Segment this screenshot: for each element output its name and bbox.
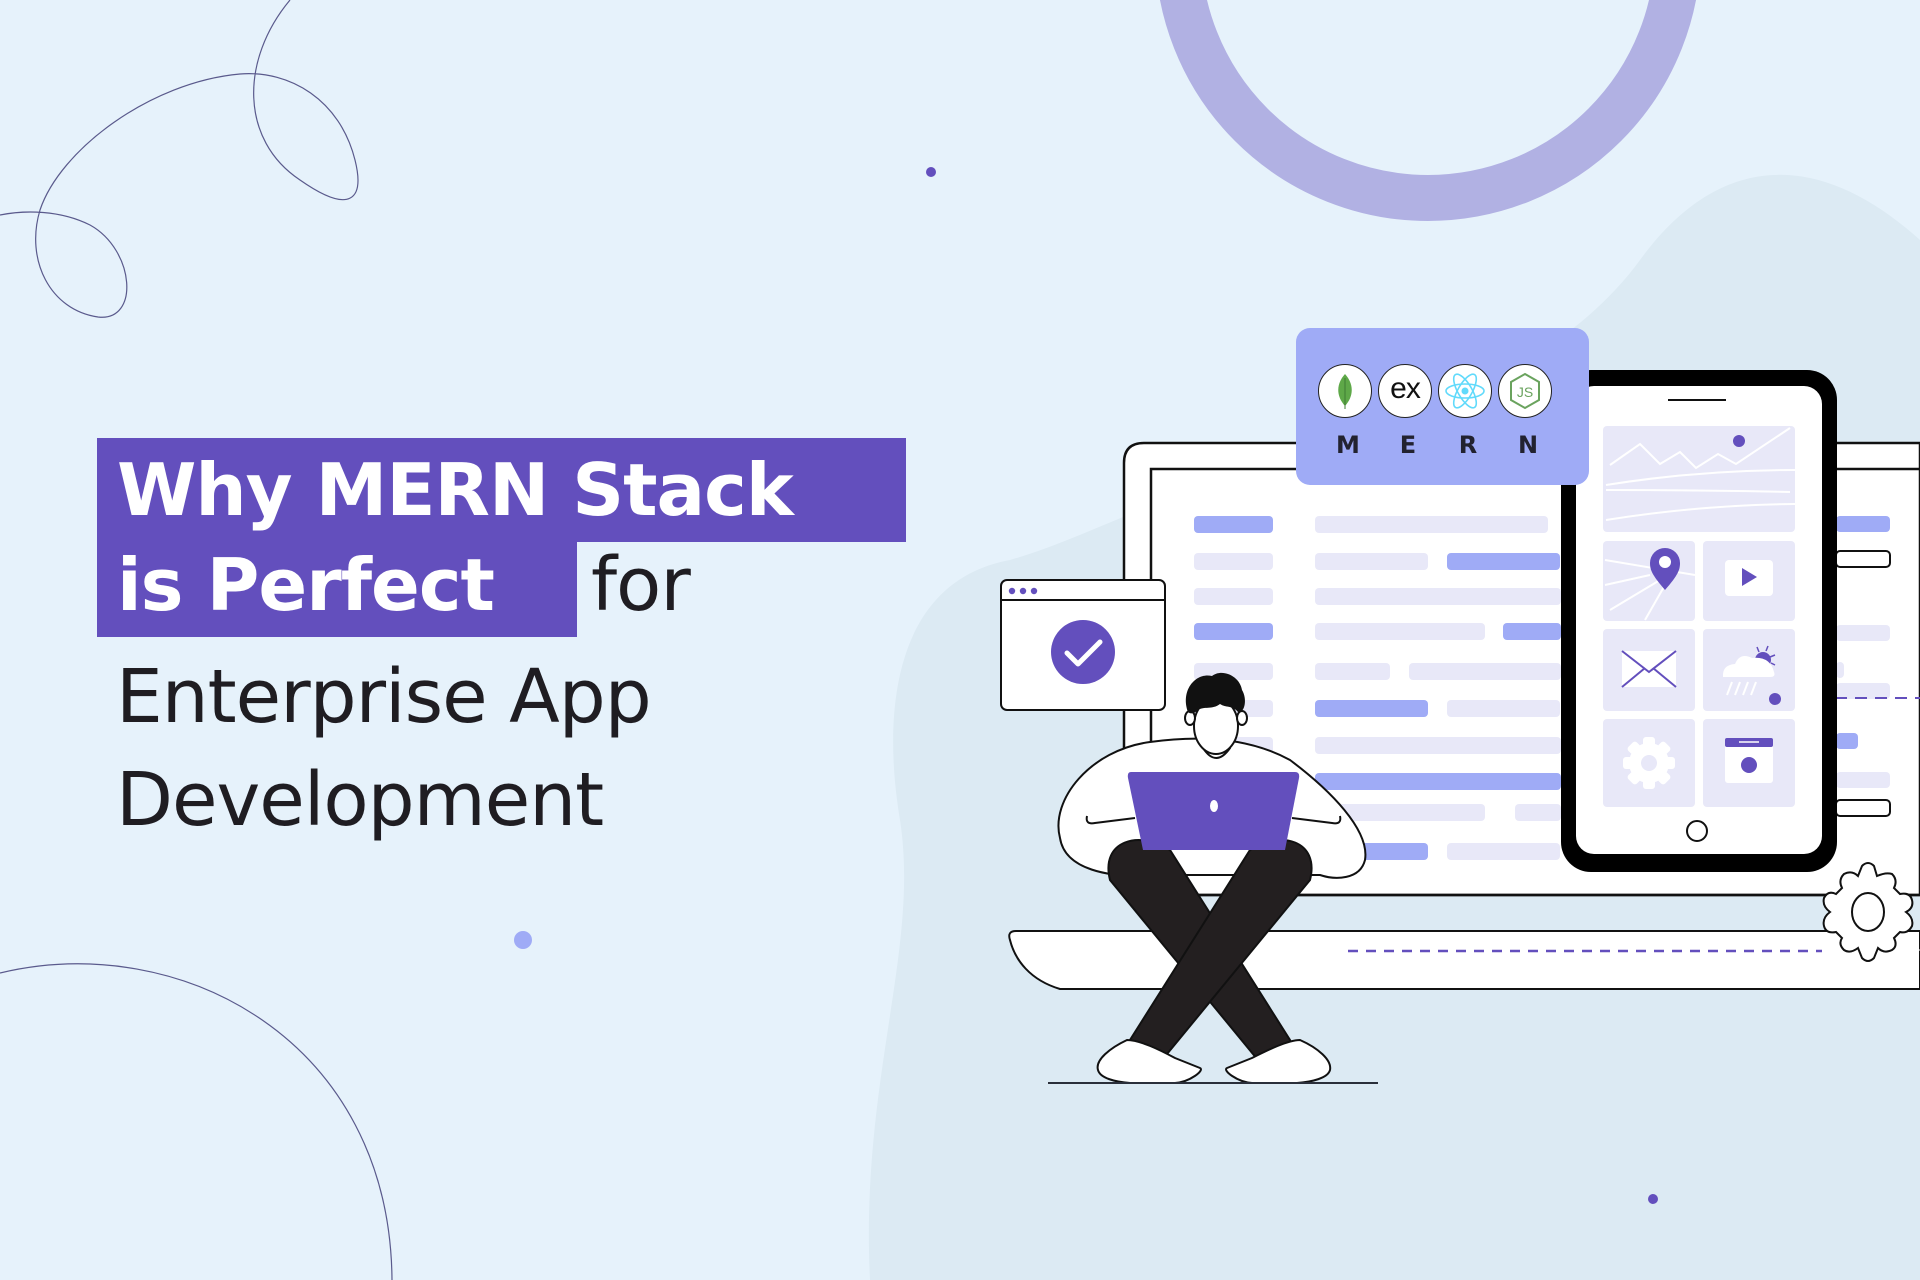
mongodb-icon xyxy=(1318,364,1372,418)
headline: Why MERN Stack is Perfect for xyxy=(97,438,997,637)
nodejs-icon: JS xyxy=(1498,364,1552,418)
calendar-icon xyxy=(1725,738,1773,783)
headline-highlight-line1: Why MERN Stack xyxy=(97,438,906,542)
check-circle-icon xyxy=(1051,620,1115,684)
mern-stack-badge: ex JS M E R N xyxy=(1296,328,1589,485)
svg-text:JS: JS xyxy=(1517,384,1533,400)
headline-line3: Enterprise App xyxy=(116,654,652,740)
weather-icon xyxy=(1722,645,1776,696)
headline-line4: Development xyxy=(116,757,604,843)
map-pin-icon xyxy=(1650,548,1680,590)
decorative-dot xyxy=(1648,1194,1658,1204)
decorative-ring xyxy=(1160,0,1696,221)
headline-highlight-line2: is Perfect xyxy=(97,542,577,637)
express-icon: ex xyxy=(1378,364,1432,418)
decorative-scribble xyxy=(0,0,359,318)
decorative-arc xyxy=(0,963,393,1280)
mern-letter-n: N xyxy=(1517,431,1539,459)
monitor-base xyxy=(1008,930,1920,990)
person-illustration xyxy=(1048,672,1378,1084)
react-icon xyxy=(1438,364,1492,418)
settings-icon xyxy=(1623,737,1675,789)
mern-letter-e: E xyxy=(1399,431,1417,459)
decorative-dot xyxy=(514,931,532,949)
decorative-dot xyxy=(926,167,936,177)
gear-icon xyxy=(1822,862,1914,962)
check-window xyxy=(1000,579,1166,711)
smartphone xyxy=(1561,370,1837,872)
mern-letter-r: R xyxy=(1458,431,1478,459)
mern-letter-m: M xyxy=(1336,431,1360,459)
headline-line2-suffix: for xyxy=(591,542,691,628)
screen-content-bars xyxy=(1194,516,1891,860)
